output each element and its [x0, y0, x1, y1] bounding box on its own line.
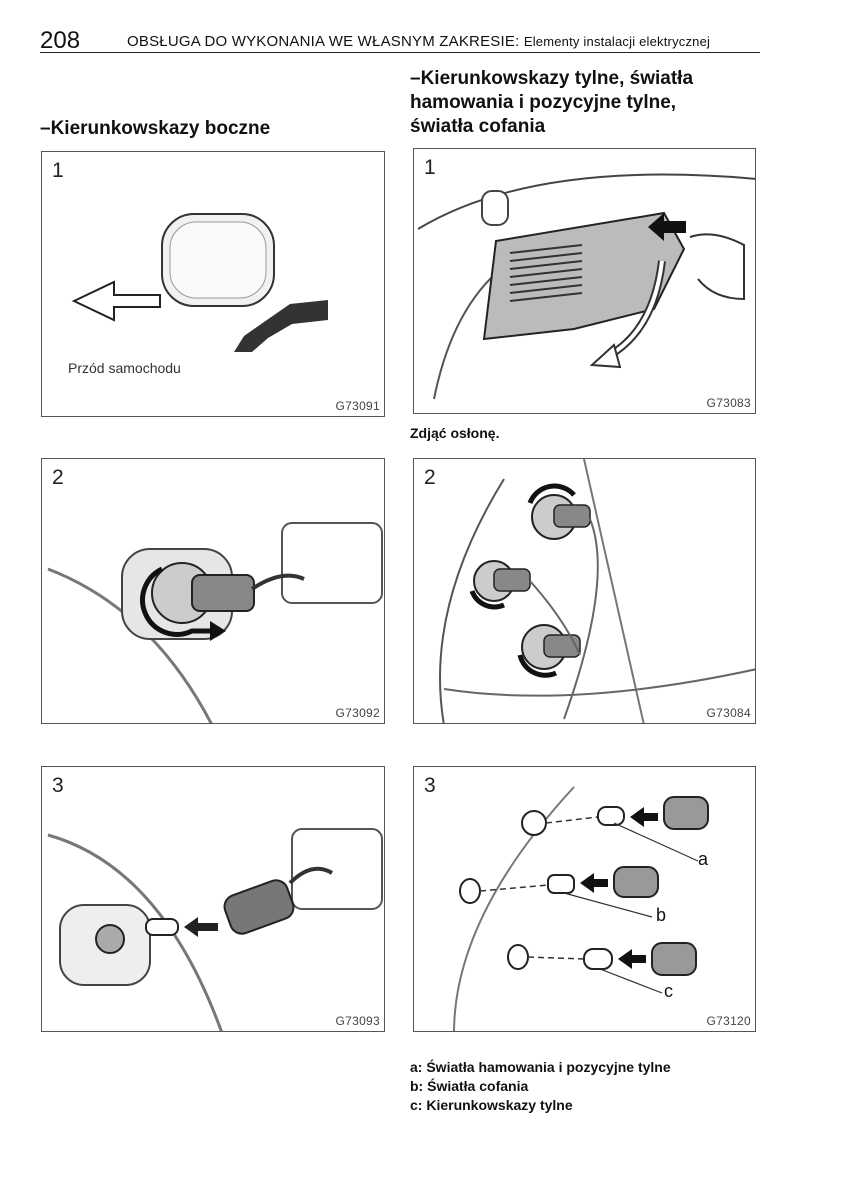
- right-heading-line: światła cofania: [410, 116, 546, 137]
- figure-code: G73083: [706, 396, 751, 410]
- figure-code: G73093: [335, 1014, 380, 1028]
- figure-step-number: 3: [424, 774, 436, 797]
- figure-code: G73120: [706, 1014, 751, 1028]
- legend-item-c: c: Kierunkowskazy tylne: [410, 1097, 573, 1113]
- bulb-legend: a: Światła hamowania i pozycyjne tylne b…: [410, 1058, 671, 1115]
- cover-removal-illustration: [417, 173, 755, 400]
- callout-c: c: [664, 981, 673, 1001]
- figure-step-number: 3: [52, 774, 64, 797]
- figure-step-number: 1: [424, 156, 436, 179]
- left-heading: –Kierunkowskazy boczne: [40, 118, 271, 139]
- figure-code: G73091: [335, 399, 380, 413]
- figure-left-3: 3 G73093: [41, 766, 385, 1032]
- figure-right-2: 2 G73084: [413, 458, 756, 724]
- figure-step-number: 2: [424, 466, 436, 489]
- socket-twist-illustration: [47, 522, 383, 723]
- figure-step-number: 1: [52, 159, 64, 182]
- legend-item-b: b: Światła cofania: [410, 1078, 529, 1094]
- subsection-title: Elementy instalacji elektrycznej: [523, 34, 711, 49]
- section-title: OBSŁUGA DO WYKONANIA WE WŁASNYM ZAKRESIE…: [127, 33, 520, 50]
- figure-left-2: 2 G73092: [41, 458, 385, 724]
- legend-item-a: a: Światła hamowania i pozycyjne tylne: [410, 1059, 671, 1075]
- running-header: OBSŁUGA DO WYKONANIA WE WŁASNYM ZAKRESIE…: [127, 33, 710, 50]
- callout-b: b: [656, 905, 667, 925]
- figure-code: G73092: [335, 706, 380, 720]
- side-marker-removal-illustration: [71, 213, 328, 352]
- figure-left-1: 1 Przód samochodu G73091: [41, 151, 385, 417]
- figure-step-number: 2: [52, 466, 64, 489]
- right-heading: –Kierunkowskazy tylne, światła hamowania…: [410, 67, 693, 139]
- bulb-pull-illustration: [47, 828, 383, 1031]
- figure-right-1: 1 G73083: [413, 148, 756, 414]
- socket-removal-illustration: [439, 459, 755, 723]
- front-of-car-label: Przód samochodu: [68, 360, 181, 376]
- header-rule: [40, 52, 760, 53]
- figure-code: G73084: [706, 706, 751, 720]
- right-heading-line: –Kierunkowskazy tylne, światła: [410, 68, 694, 89]
- page-number: 208: [40, 27, 81, 54]
- callout-a: a: [698, 849, 709, 869]
- bulb-layout-illustration: [453, 786, 709, 1031]
- figure-caption: Zdjąć osłonę.: [410, 425, 500, 441]
- right-heading-line: hamowania i pozycyjne tylne,: [410, 92, 677, 113]
- figure-right-3: 3 a b c G73120: [413, 766, 756, 1032]
